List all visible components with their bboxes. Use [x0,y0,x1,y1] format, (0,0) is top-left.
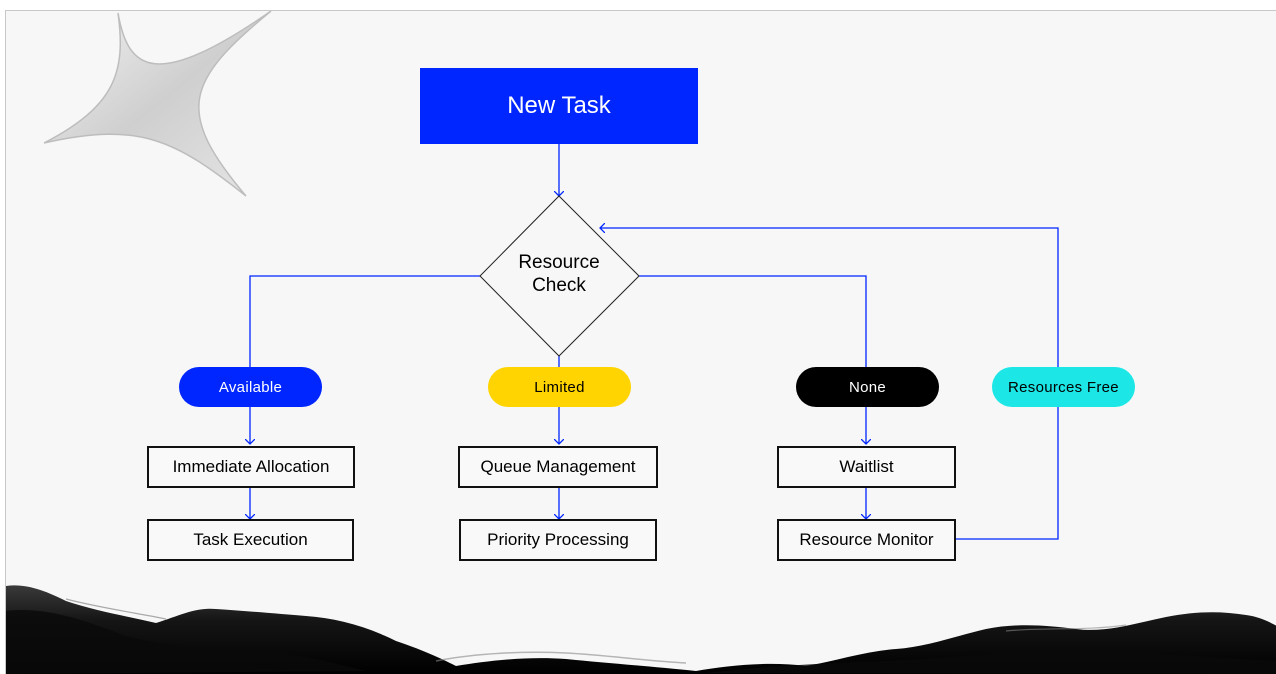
new-task-node: New Task [420,68,698,144]
resource-monitor-label: Resource Monitor [799,530,934,549]
arrow-resources-free-to-decision [600,228,1059,367]
priority-processing-box: Priority Processing [459,519,657,561]
immediate-allocation-label: Immediate Allocation [172,457,330,476]
rock-terrain-decoration [6,585,1276,674]
queue-management-label: Queue Management [480,457,636,476]
none-pill: None [796,367,939,407]
resource-monitor-box: Resource Monitor [777,519,956,561]
line-decision-to-available [249,275,480,367]
resources-free-pill: Resources Free [992,367,1135,407]
immediate-allocation-box: Immediate Allocation [147,446,355,488]
diagram-canvas: New Task Resource Check Available Limite… [5,10,1276,674]
queue-management-box: Queue Management [458,446,658,488]
priority-processing-label: Priority Processing [487,530,629,549]
star-decoration-icon [43,11,272,197]
resource-check-line1: Resource [518,252,600,273]
limited-label: Limited [534,378,585,396]
resources-free-label: Resources Free [1008,378,1119,396]
limited-pill: Limited [488,367,631,407]
resource-check-label: Resource Check [484,251,634,297]
connector-lines [6,144,1059,540]
task-execution-label: Task Execution [193,530,308,549]
line-monitor-to-resources-free [955,407,1059,540]
none-label: None [848,378,887,396]
line-decision-to-none [639,275,867,367]
available-pill: Available [179,367,322,407]
decision-diamond [479,195,640,357]
task-execution-box: Task Execution [147,519,354,561]
available-label: Available [218,378,283,396]
resource-check-line2: Check [532,275,586,296]
waitlist-label: Waitlist [839,457,894,476]
new-task-label: New Task [507,92,611,119]
waitlist-box: Waitlist [777,446,956,488]
